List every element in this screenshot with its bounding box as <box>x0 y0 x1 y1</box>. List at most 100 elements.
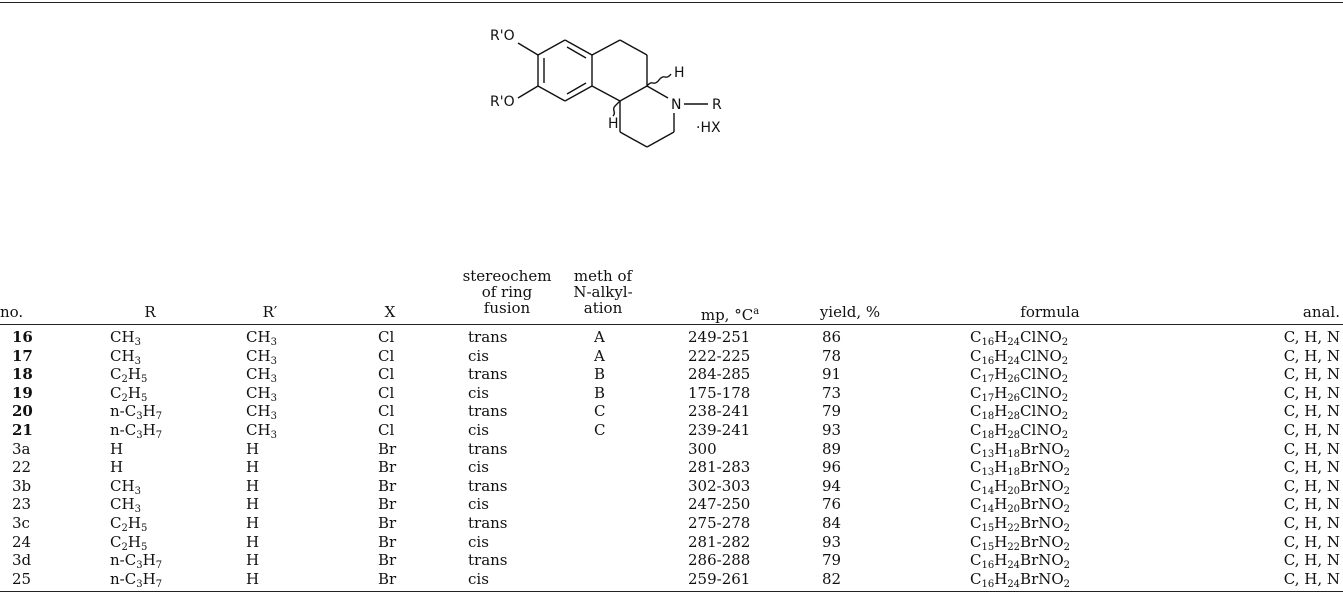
cell-mp: 175-178 <box>688 383 751 402</box>
cell-stereo: trans <box>468 514 508 532</box>
top-rule <box>0 2 1343 3</box>
cell-yield: 78 <box>822 346 842 365</box>
subscript: 3 <box>134 337 141 348</box>
cell-formula: C17H26ClNO2 <box>970 365 1069 386</box>
subscript: 13 <box>981 467 995 479</box>
cell-x: Br <box>378 551 397 570</box>
cell-r: n-C3H7 <box>110 569 163 590</box>
subscript: 3 <box>136 430 143 441</box>
cell-meth: B <box>594 383 606 402</box>
cell-x: Br <box>378 439 397 458</box>
subscript: 3 <box>136 578 143 590</box>
subscript: 3 <box>270 411 277 423</box>
cell-r1: H <box>246 514 260 532</box>
cell-yield: 84 <box>822 514 842 532</box>
cell-yield: 93 <box>822 421 842 439</box>
cell-stereo: trans <box>468 476 508 495</box>
header-r-prime: R′ <box>250 304 290 320</box>
cell-no: 22 <box>12 458 32 477</box>
subscript: 2 <box>1061 430 1069 441</box>
cell-r: CH3 <box>110 495 141 516</box>
cell-stereo: trans <box>468 328 508 346</box>
subscript: 2 <box>121 374 128 386</box>
cell-no: 25 <box>12 569 32 588</box>
cell-r: C2H5 <box>110 383 148 404</box>
subscript: 7 <box>155 411 163 423</box>
cell-anal: C, H, N <box>1283 514 1340 532</box>
cell-mp: 275-278 <box>688 514 751 532</box>
header-no: no. <box>0 304 60 320</box>
subscript: 3 <box>134 485 141 497</box>
header-meth: meth of N-alkyl- ation <box>558 268 648 316</box>
cell-formula: C15H22BrNO2 <box>970 532 1071 553</box>
cell-stereo: trans <box>468 402 508 421</box>
header-anal: anal. <box>1260 304 1340 320</box>
cell-yield: 89 <box>822 439 842 458</box>
cell-r1: H <box>246 551 260 570</box>
subscript: 3 <box>270 355 277 367</box>
header-no-text: no. <box>0 303 24 321</box>
header-stereochem-text: stereochem of ring fusion <box>462 267 552 317</box>
header-mp: mp, °Ca <box>680 304 780 323</box>
subscript: 2 <box>1063 504 1071 516</box>
structure-label-h-bottom: H <box>608 116 619 132</box>
subscript: 2 <box>1061 392 1069 404</box>
cell-mp: 247-250 <box>688 495 751 514</box>
cell-anal: C, H, N <box>1283 551 1340 570</box>
cell-formula: C16H24BrNO2 <box>970 551 1071 572</box>
header-rule <box>0 324 1343 325</box>
cell-r: CH3 <box>110 346 141 367</box>
cell-anal: C, H, N <box>1283 569 1340 588</box>
cell-stereo: cis <box>468 569 489 588</box>
subscript: 3 <box>136 560 143 572</box>
cell-r1: H <box>246 439 260 458</box>
cell-yield: 91 <box>822 365 842 384</box>
subscript: 2 <box>1063 467 1071 479</box>
cell-formula: C14H20BrNO2 <box>970 476 1071 497</box>
cell-formula: C17H26ClNO2 <box>970 383 1069 404</box>
header-yield: yield, % <box>800 304 900 320</box>
subscript: 2 <box>121 523 128 534</box>
subscript: 2 <box>1061 411 1069 423</box>
cell-x: Cl <box>378 402 395 421</box>
cell-formula: C16H24ClNO2 <box>970 346 1069 367</box>
structure-label-r1: R'O <box>490 28 515 44</box>
cell-formula: C18H28ClNO2 <box>970 402 1069 423</box>
cell-anal: C, H, N <box>1283 383 1340 402</box>
cell-r1: CH3 <box>246 328 277 348</box>
cell-no: 16 <box>12 328 33 346</box>
cell-anal: C, H, N <box>1283 532 1340 551</box>
cell-yield: 96 <box>822 458 842 477</box>
cell-r1: H <box>246 495 260 514</box>
cell-stereo: cis <box>468 458 489 477</box>
cell-no: 19 <box>12 383 33 402</box>
cell-anal: C, H, N <box>1283 328 1340 346</box>
cell-yield: 94 <box>822 476 842 495</box>
subscript: 2 <box>121 392 128 404</box>
subscript: 3 <box>270 430 277 441</box>
subscript: 5 <box>140 541 148 553</box>
subscript: 16 <box>981 578 995 590</box>
cell-yield: 82 <box>822 569 842 588</box>
cell-x: Cl <box>378 328 395 346</box>
subscript: 3 <box>136 411 143 423</box>
cell-x: Cl <box>378 365 395 384</box>
cell-stereo: cis <box>468 383 489 402</box>
subscript: 5 <box>140 392 148 404</box>
subscript: 26 <box>1007 374 1021 386</box>
subscript: 2 <box>1063 448 1071 460</box>
cell-no: 3b <box>12 476 32 495</box>
subscript: 16 <box>981 355 995 367</box>
header-x: X <box>370 304 410 320</box>
cell-no: 20 <box>12 402 33 421</box>
subscript: 18 <box>1007 448 1021 460</box>
cell-yield: 76 <box>822 495 842 514</box>
cell-formula: C18H28ClNO2 <box>970 421 1069 441</box>
cell-anal: C, H, N <box>1283 458 1340 477</box>
cell-x: Br <box>378 569 397 588</box>
subscript: 3 <box>270 374 277 386</box>
